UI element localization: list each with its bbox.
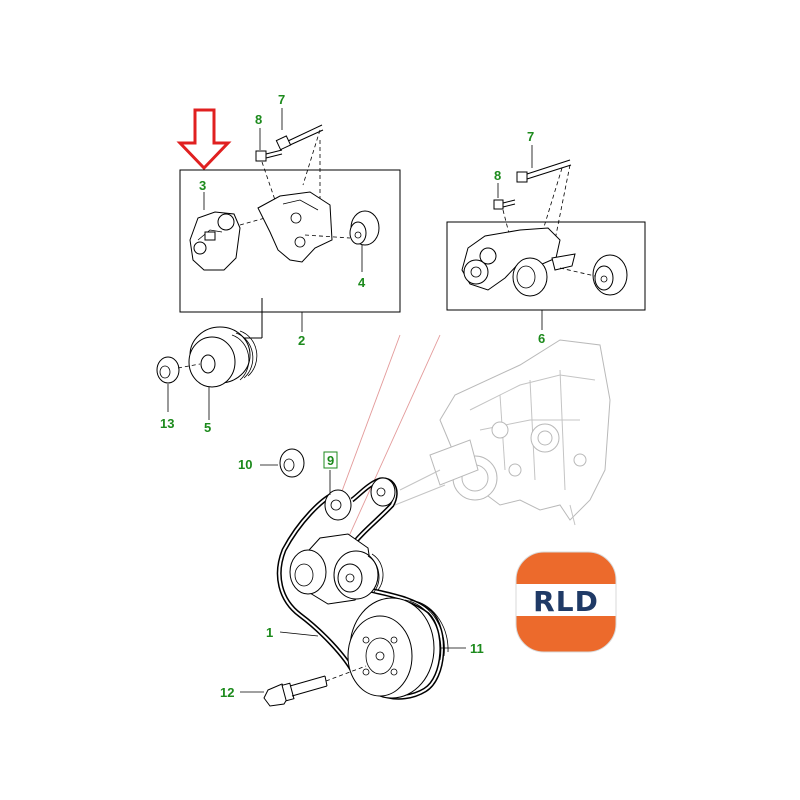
logo-text: RLD — [533, 585, 599, 618]
bolt-8-left — [255, 149, 283, 201]
tensioner-assembly-box-alt — [446, 159, 646, 311]
callout-12[interactable]: 12 — [220, 685, 234, 700]
bolt-7-right — [516, 159, 572, 256]
callout-2[interactable]: 2 — [298, 333, 305, 348]
callout-9-box — [323, 451, 338, 469]
cap-part-13 — [156, 356, 201, 412]
rld-logo: RLD — [515, 551, 617, 653]
callout-4[interactable]: 4 — [358, 275, 366, 290]
highlight-arrow — [176, 108, 232, 171]
callout-1[interactable]: 1 — [266, 625, 273, 640]
callout-7-left[interactable]: 7 — [278, 92, 285, 107]
idler-part-4 — [304, 210, 380, 246]
logo-top — [516, 552, 616, 588]
tensioner-part-3 — [189, 211, 273, 271]
callout-8-right[interactable]: 8 — [494, 168, 501, 183]
engine-block-outline — [394, 339, 611, 526]
callout-5[interactable]: 5 — [204, 420, 211, 435]
crank-bolt-part-12 — [263, 665, 367, 707]
bolt-7-left — [275, 124, 324, 200]
cap-part-10 — [279, 448, 305, 478]
callout-7-right[interactable]: 7 — [527, 129, 534, 144]
callout-9[interactable]: 9 — [327, 453, 334, 468]
callout-11[interactable]: 11 — [470, 641, 484, 656]
tensioner-assembly-box — [179, 124, 401, 313]
callout-6[interactable]: 6 — [538, 331, 545, 346]
belt-drive — [263, 448, 449, 707]
logo-band — [516, 584, 616, 618]
callout-3[interactable]: 3 — [199, 178, 206, 193]
crank-pulley-part-11 — [347, 597, 449, 699]
leader-lines — [203, 108, 543, 693]
callout-labels: 3 7 8 4 2 7 8 6 13 5 10 9 1 11 12 — [160, 92, 545, 700]
tensioner-part-6 — [461, 227, 628, 297]
callout-8-left[interactable]: 8 — [255, 112, 262, 127]
callout-13[interactable]: 13 — [160, 416, 174, 431]
idler-part-9 — [324, 489, 352, 521]
pulley-part-5 — [188, 298, 263, 420]
callout-10[interactable]: 10 — [238, 457, 252, 472]
reference-lines — [334, 334, 441, 546]
bracket — [257, 191, 333, 263]
logo-bottom — [516, 616, 616, 652]
